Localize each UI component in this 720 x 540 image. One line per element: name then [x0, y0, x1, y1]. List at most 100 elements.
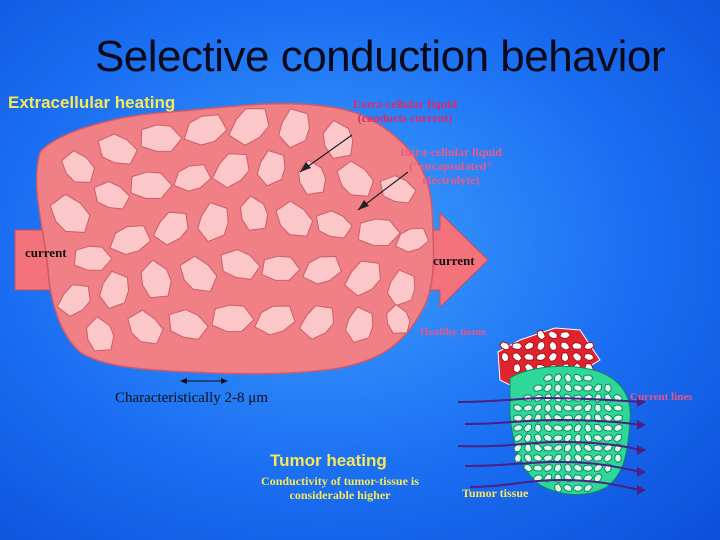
tumor-cell [552, 434, 563, 442]
tumor-cell [552, 444, 563, 452]
cell [97, 133, 138, 165]
tumor-cell [593, 463, 603, 472]
tumor-cell [603, 403, 613, 413]
current-line [457, 396, 641, 403]
tumor-cell [573, 384, 584, 392]
intra-pointer-arrowhead [358, 200, 369, 210]
cell [228, 108, 270, 146]
tumor-cell [603, 443, 613, 452]
tumor-cell [563, 383, 573, 393]
cell [240, 195, 269, 231]
cell [302, 256, 342, 285]
tumor-cell [593, 423, 604, 433]
cell [179, 255, 218, 292]
cell-group [49, 108, 430, 352]
tumor-cell [583, 443, 593, 453]
tumor-heating-heading: Tumor heating [270, 451, 387, 470]
cell [183, 114, 228, 146]
page-title: Selective conduction behavior [94, 32, 666, 81]
tumor-cell [583, 384, 594, 392]
cell [168, 309, 209, 340]
healthy-cell [500, 351, 510, 363]
tumor-cell [593, 434, 604, 442]
tumor-cell [513, 404, 524, 412]
tumor-cell [542, 374, 553, 382]
healthy-cell [523, 341, 535, 351]
tumor-cell [543, 463, 553, 472]
extra-pointer-arrowhead [300, 162, 311, 172]
tumor-cell [572, 484, 584, 492]
cell [197, 202, 229, 242]
current-line [457, 440, 641, 451]
tumor-cell [593, 473, 603, 483]
tumor-cell [594, 403, 602, 414]
healthy-cell [572, 351, 582, 362]
tumor-cell [534, 433, 543, 443]
tumor-cell [513, 433, 523, 442]
current-line-arrowhead [637, 420, 646, 430]
current-line-arrowhead [637, 485, 646, 495]
tumor-cell [542, 444, 553, 452]
healthy-cell [512, 352, 523, 362]
healthy-cell [571, 342, 583, 350]
cell [56, 284, 91, 317]
tumor-cell [533, 464, 544, 472]
tumor-cell [602, 424, 614, 432]
cell [61, 150, 95, 183]
tumor-cell [523, 433, 532, 443]
extracellular-heading: Extracellular heating [8, 93, 176, 112]
tumor-cell [593, 444, 604, 452]
scale-label: Characteristically 2-8 μm [115, 390, 268, 406]
cell [256, 150, 286, 187]
tumor-cell [613, 424, 623, 432]
healthy-cell [560, 341, 571, 351]
tumor-cell [602, 434, 614, 442]
tumor-cell [612, 404, 623, 412]
cell [299, 305, 334, 340]
tumor-cell [544, 403, 552, 413]
tumor-cell [563, 424, 574, 432]
tumor-cell [554, 473, 562, 483]
tumor-cell [524, 443, 532, 453]
healthy-cell [583, 353, 595, 361]
cell [49, 193, 91, 233]
scale-arrow-left-head [180, 378, 187, 384]
tumor-cell [564, 373, 572, 383]
tumor-cell [574, 443, 582, 453]
tumor-cell [614, 453, 622, 464]
healthy-cell [511, 342, 523, 350]
tumor-cell [513, 424, 524, 432]
healthy-cell [559, 331, 571, 339]
cell [86, 316, 115, 352]
tumor-cell [553, 453, 563, 463]
healthy-cell [535, 352, 547, 362]
tumor-cell [603, 453, 613, 463]
current-lines-label: Current lines [630, 391, 693, 403]
cell [173, 164, 212, 192]
tumor-cell [573, 453, 583, 463]
healthy-cell [536, 329, 546, 341]
tumor-cell [532, 384, 543, 392]
cell [140, 259, 172, 299]
cell [254, 305, 296, 336]
tumor-cell [523, 464, 533, 473]
healthy-cell [513, 363, 522, 374]
cell [140, 124, 183, 152]
tumor-cell [582, 464, 594, 472]
cell [386, 304, 411, 334]
tumor-cell [564, 462, 573, 473]
tumor-cell [564, 443, 573, 453]
tumor-cell [584, 423, 592, 433]
tumor-cell [542, 433, 553, 442]
current-line-arrowhead [637, 445, 646, 455]
tumor-cell [583, 433, 593, 443]
tumor-cell [553, 373, 563, 383]
tumor-cell [573, 373, 583, 383]
tumor-cell [613, 433, 623, 443]
tumor-cell [573, 423, 583, 433]
cell [316, 210, 353, 239]
tumor-cell [554, 383, 562, 393]
tumor-cell [583, 403, 593, 413]
tumor-cell [583, 483, 593, 492]
